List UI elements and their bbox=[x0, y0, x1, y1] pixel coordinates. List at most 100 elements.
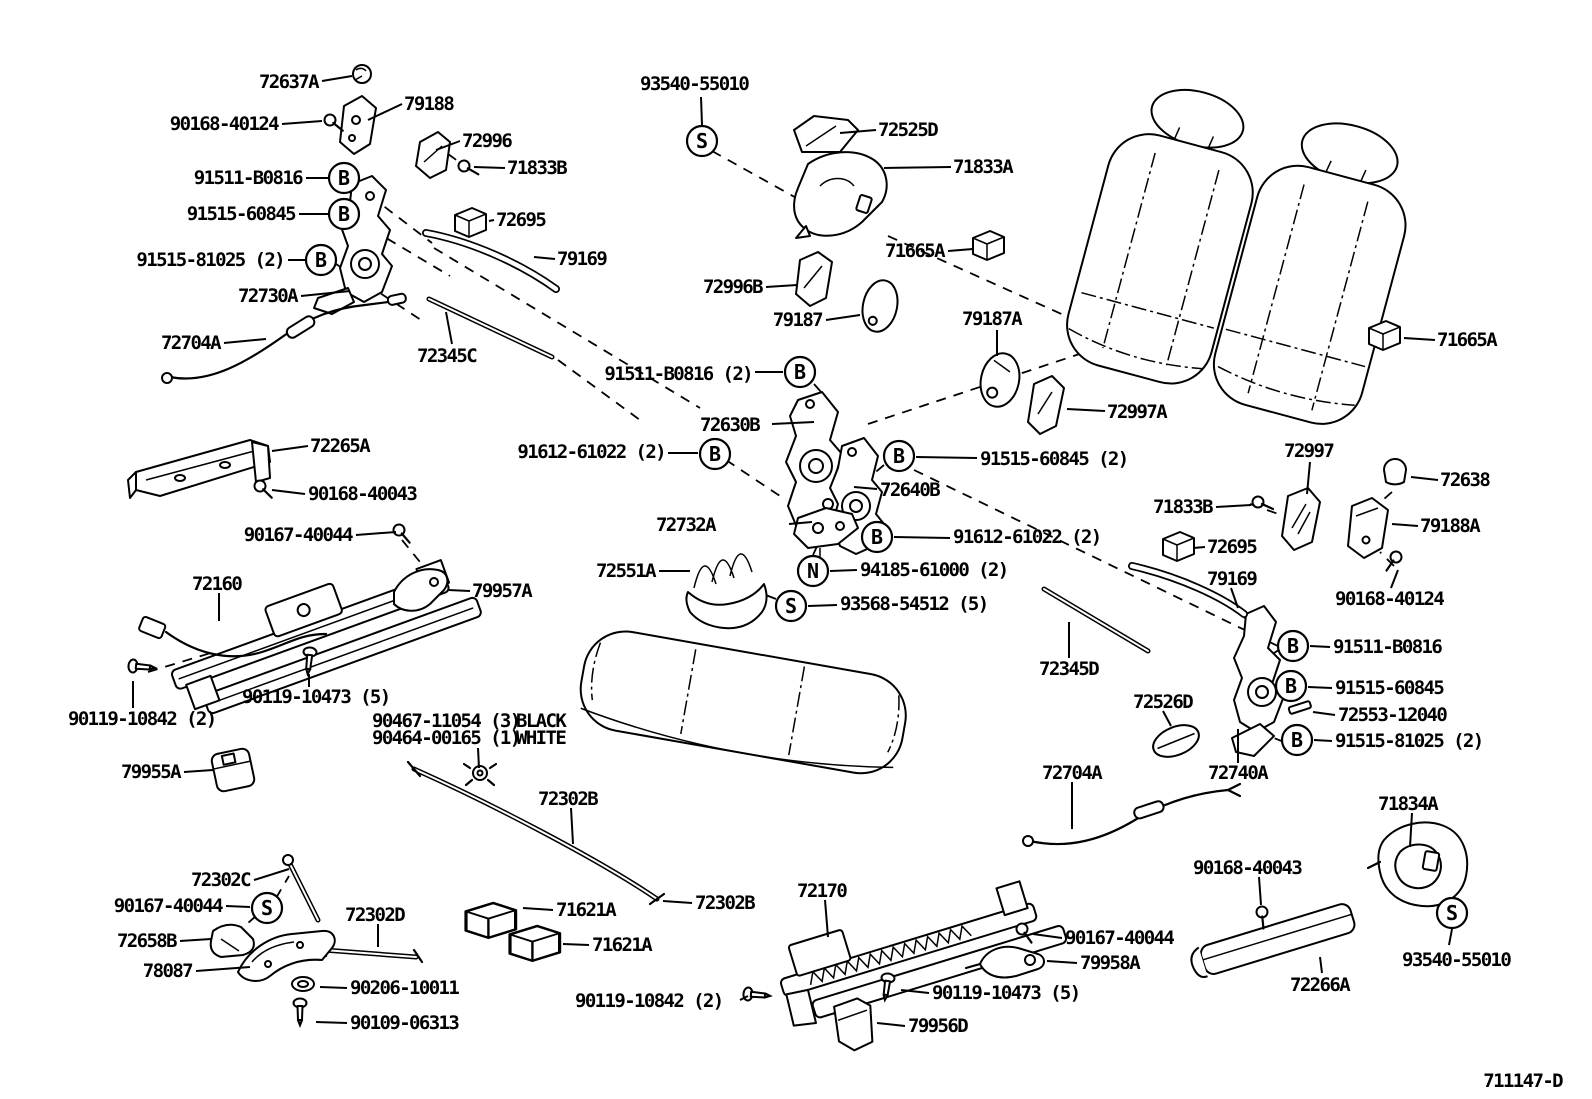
leader-line bbox=[853, 486, 878, 490]
leader-line bbox=[1410, 476, 1439, 481]
bracket-72997A bbox=[1027, 375, 1065, 435]
part-label: 72638 bbox=[1440, 469, 1490, 491]
part-label: 79957A bbox=[472, 580, 533, 602]
svg-text:B: B bbox=[1287, 634, 1299, 658]
part-label: 72526D bbox=[1133, 691, 1193, 713]
leader-line bbox=[319, 986, 348, 989]
leader-line bbox=[1390, 569, 1399, 589]
leader-line bbox=[1162, 710, 1172, 727]
bracket-72732A bbox=[793, 507, 859, 560]
svg-text:B: B bbox=[1291, 728, 1303, 752]
part-label: 90167-40044 bbox=[244, 524, 353, 546]
tube-79169-right bbox=[1128, 562, 1248, 618]
leader-line bbox=[883, 166, 952, 169]
leader-line bbox=[321, 75, 353, 82]
part-label: 91511-B0816 bbox=[194, 167, 303, 189]
part-label: 90168-40124 bbox=[1335, 588, 1444, 610]
recliner-bracket-72630B bbox=[785, 391, 847, 539]
cap-72638 bbox=[1383, 458, 1407, 486]
cable-72704A-right bbox=[1022, 782, 1242, 847]
cover-71833A bbox=[793, 151, 888, 239]
leader-line bbox=[1046, 960, 1078, 964]
rod-72302C bbox=[282, 854, 321, 923]
part-label: 79958A bbox=[1080, 952, 1141, 974]
leader-line bbox=[829, 569, 858, 572]
part-label: 90168-40124 bbox=[170, 113, 279, 135]
part-label: 79955A bbox=[121, 761, 182, 783]
part-label: 71621A bbox=[556, 899, 617, 921]
leader-line bbox=[662, 900, 693, 904]
bracket-72996B bbox=[795, 251, 833, 307]
leader-line bbox=[271, 445, 309, 452]
recliner-bracket-72740A bbox=[1231, 605, 1285, 757]
svg-text:S: S bbox=[1446, 901, 1458, 925]
bolt-90109-06313 bbox=[292, 997, 308, 1027]
pad-79187A bbox=[979, 352, 1021, 408]
leader-line bbox=[367, 103, 403, 121]
part-label: 90168-40043 bbox=[308, 483, 417, 505]
part-label: 72345C bbox=[417, 345, 477, 367]
leader-line bbox=[223, 338, 267, 344]
leader-line bbox=[1448, 928, 1453, 946]
svg-text:B: B bbox=[794, 360, 806, 384]
part-label: 72997 bbox=[1284, 440, 1334, 462]
pad-72658B bbox=[209, 923, 255, 958]
leader-line bbox=[807, 604, 838, 607]
leader-line bbox=[533, 256, 556, 260]
part-label: 79169 bbox=[557, 248, 607, 270]
part-label: 91511-B0816 (2) bbox=[604, 363, 752, 385]
part-label: WHITE bbox=[516, 727, 566, 749]
callout-symbol-S: S bbox=[1435, 896, 1469, 930]
part-label: 71621A bbox=[592, 934, 653, 956]
shield-71834A bbox=[1366, 821, 1469, 908]
bolt-90119-10842-left bbox=[126, 658, 157, 676]
part-labels-layer: 72637A7918890168-401247299671833B91511-B… bbox=[68, 71, 1565, 1092]
leader-line bbox=[355, 531, 397, 536]
part-label: 91515-60845 bbox=[187, 203, 296, 225]
leader-line bbox=[1313, 739, 1333, 742]
part-label: 91612-61022 (2) bbox=[953, 526, 1101, 548]
part-label: 72525D bbox=[878, 119, 938, 141]
part-label: 71833A bbox=[953, 156, 1014, 178]
leader-line bbox=[1307, 686, 1333, 689]
callout-symbol-B: B bbox=[698, 437, 732, 471]
leader-line bbox=[179, 938, 212, 942]
part-label: 72630B bbox=[700, 414, 760, 436]
part-label: 91511-B0816 bbox=[1333, 636, 1442, 658]
leader-line bbox=[893, 536, 951, 539]
part-label: 71665A bbox=[1437, 329, 1498, 351]
leader-line bbox=[225, 905, 251, 908]
leader-line bbox=[562, 943, 590, 946]
cover-79956D bbox=[833, 997, 874, 1052]
part-label: BLACK bbox=[516, 710, 567, 732]
tube-79169-left bbox=[422, 229, 560, 293]
part-label: 72997A bbox=[1107, 401, 1168, 423]
part-label: 90464-00165 (1) bbox=[372, 727, 520, 749]
seat-back-illustration bbox=[1066, 88, 1407, 425]
part-label: 79188 bbox=[404, 93, 454, 115]
leader-line bbox=[488, 219, 495, 222]
leader-line bbox=[315, 1021, 348, 1024]
leader-line bbox=[947, 248, 974, 252]
callout-symbol-B: B bbox=[783, 355, 817, 389]
part-label: 91515-60845 (2) bbox=[980, 448, 1128, 470]
part-label: 72553-12040 bbox=[1338, 704, 1447, 726]
leader-line bbox=[824, 899, 829, 938]
bracket-78087 bbox=[237, 929, 336, 982]
part-label: 79187A bbox=[962, 308, 1023, 330]
part-label: 72704A bbox=[1042, 762, 1103, 784]
part-label: 71834A bbox=[1378, 793, 1439, 815]
leader-line bbox=[300, 290, 351, 297]
leader-line bbox=[522, 907, 554, 911]
part-label: 71833B bbox=[507, 157, 567, 179]
part-label: 72302D bbox=[345, 904, 405, 926]
seat-cushion-illustration bbox=[579, 630, 907, 775]
clip-90467 bbox=[462, 762, 498, 787]
part-label: 78087 bbox=[143, 960, 193, 982]
pad-72266A bbox=[1190, 903, 1356, 979]
bracket-72525D bbox=[793, 115, 859, 153]
leader-line bbox=[1032, 933, 1063, 939]
part-label: 71833B bbox=[1153, 496, 1213, 518]
leader-line bbox=[915, 456, 978, 459]
part-label: 72704A bbox=[161, 332, 222, 354]
